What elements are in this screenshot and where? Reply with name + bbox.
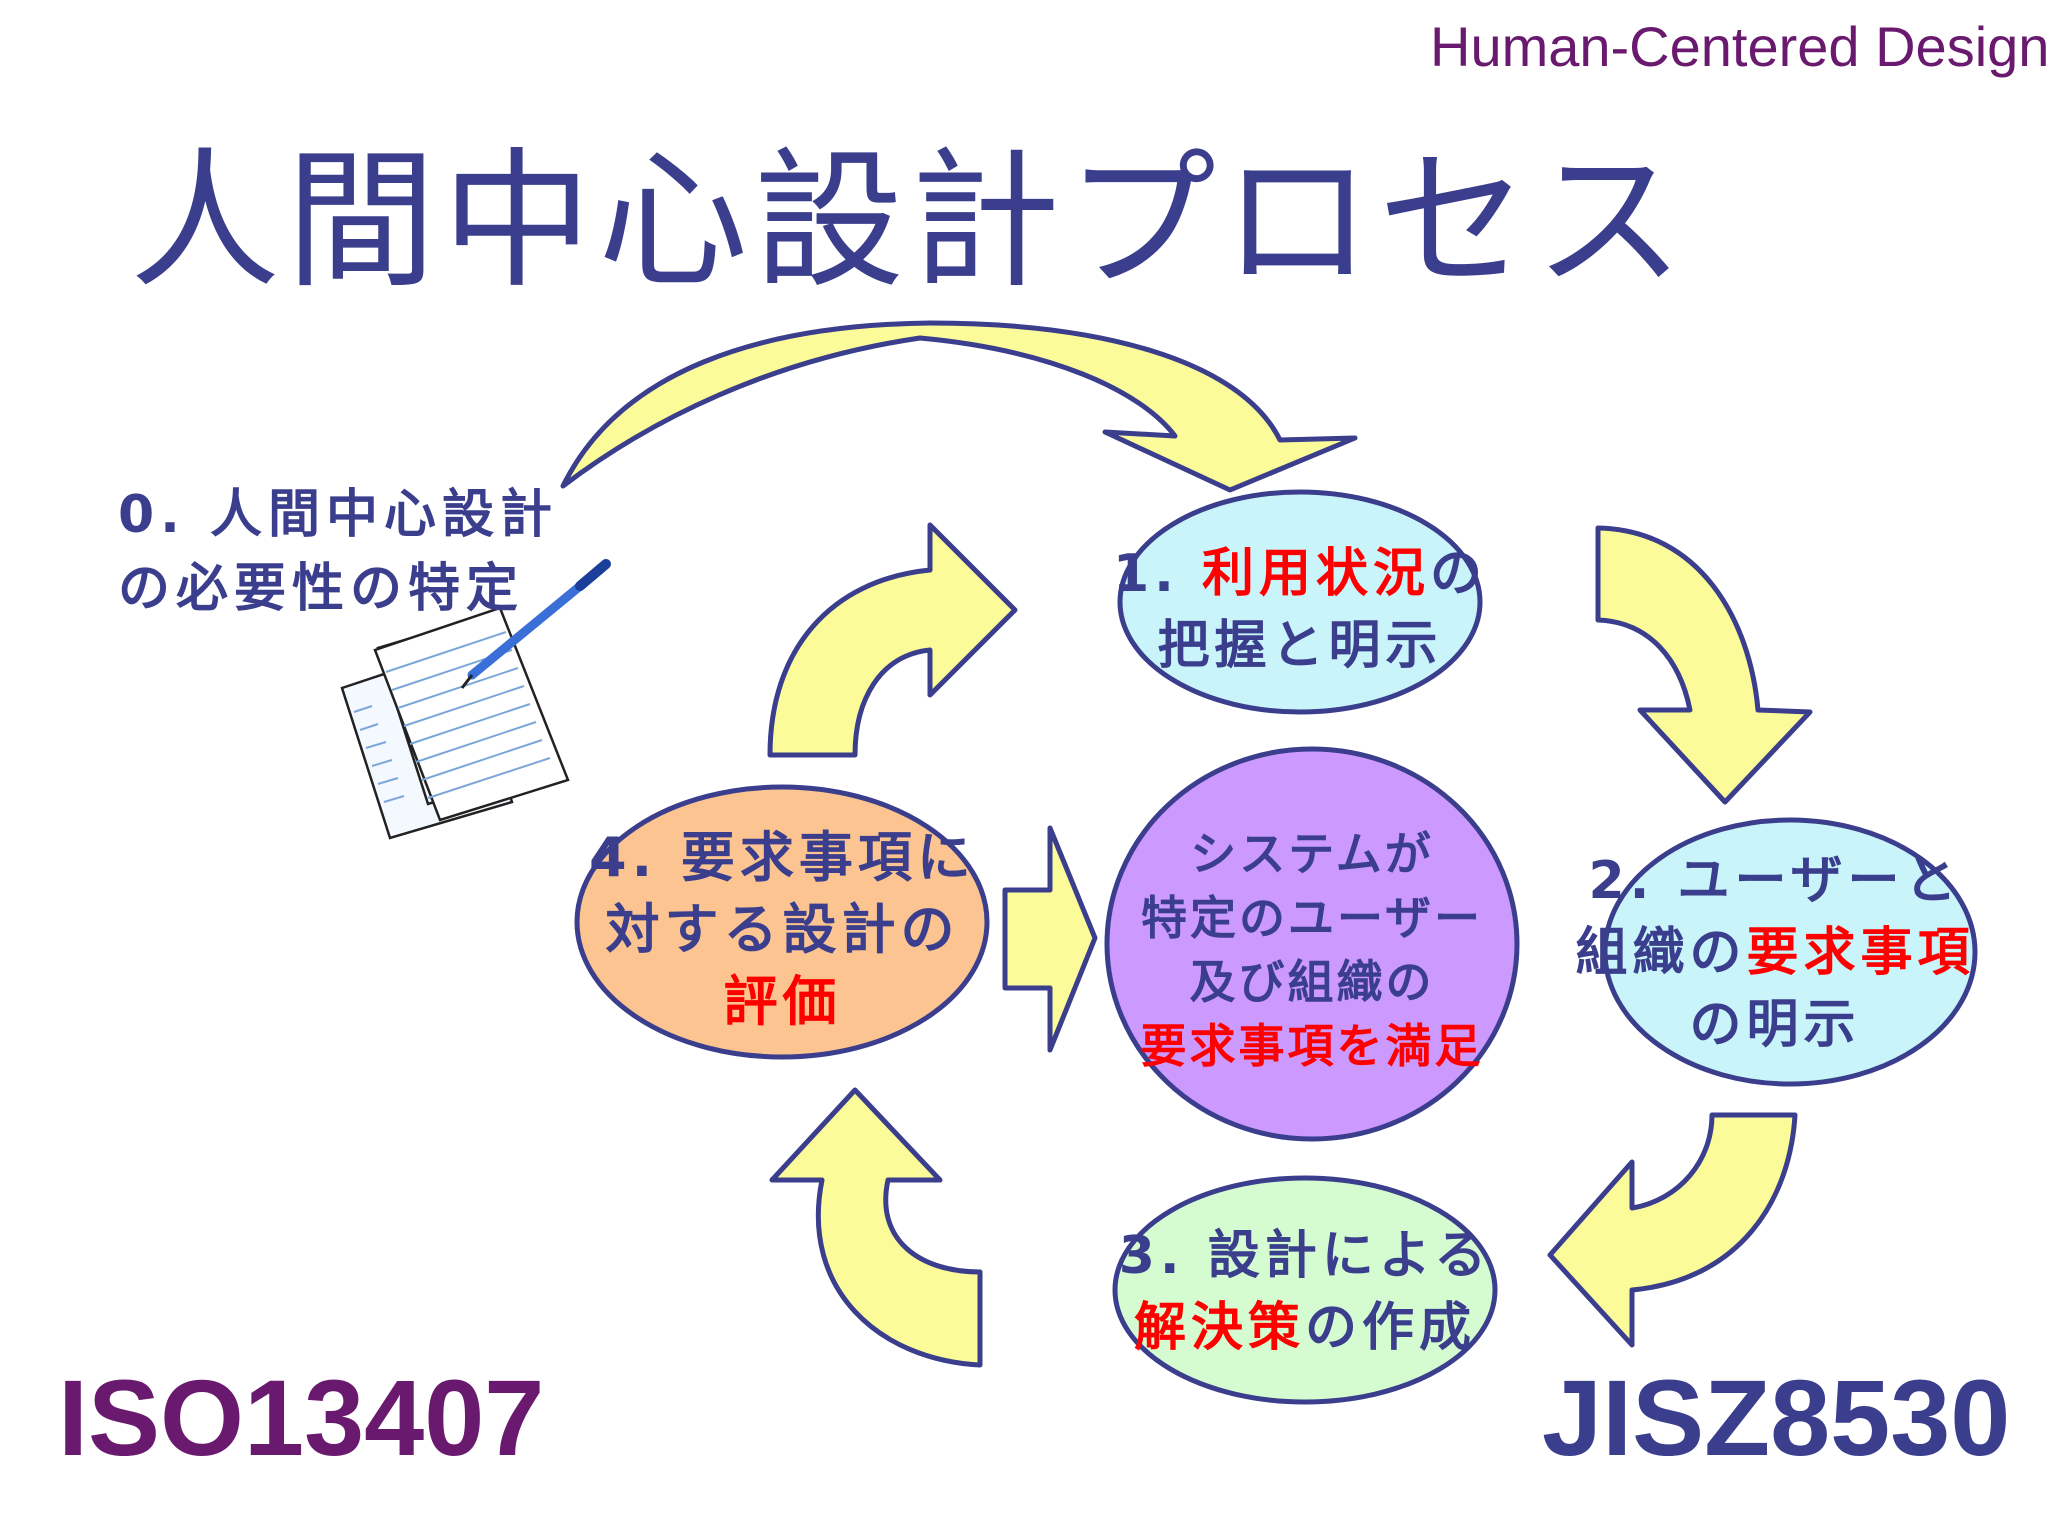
step4-node [574,784,990,1060]
arrow-2-to-3 [1547,1112,1798,1348]
step3-line1: 3. 設計による [1118,1226,1492,1286]
step0-line2: の必要性の特定 [118,559,525,619]
step4-label: 4. 要求事項に 対する設計の 評価 [580,822,985,1038]
step1-suffix: の [1430,544,1488,604]
arrow-3-to-4 [769,1087,983,1368]
standard-iso-label: ISO13407 [58,1357,545,1478]
center-label: システムが 特定のユーザー 及び組織の 要求事項を満足 [1112,822,1512,1078]
center-highlight: 要求事項を満足 [1140,1019,1484,1073]
step1-node [1117,489,1483,715]
step2-line1: 2. ユーザーと [1588,851,1962,911]
step4-highlight: 評価 [723,970,842,1033]
step3-label: 3. 設計による 解決策の作成 [1105,1220,1505,1364]
center-line2: 特定のユーザー [1140,891,1484,945]
step3-node [1112,1175,1498,1405]
center-line3: 及び組織の [1189,955,1435,1009]
step0-line1: 0. 人間中心設計 [118,485,559,545]
arrow-0-to-1 [560,320,1358,493]
step0-label: 0. 人間中心設計 の必要性の特定 [118,478,588,626]
arrow-4-to-1 [767,522,1018,758]
document-pen-icon [340,559,611,840]
standard-jis-label: JISZ8530 [1542,1357,2011,1478]
step2-highlight: 要求事項 [1746,923,1975,983]
step1-label: 1. 利用状況の 把握と明示 [1110,538,1490,682]
step3-suffix: の作成 [1305,1298,1477,1358]
header-label: Human-Centered Design [1430,15,2048,78]
step2-line3: の明示 [1689,995,1861,1055]
arrow-1-to-2 [1595,525,1813,805]
step4-line1: 4. 要求事項に [589,826,976,889]
center-node [1104,746,1520,1142]
page-title: 人間中心設計プロセス [130,135,1691,309]
step1-highlight: 利用状況 [1202,544,1431,604]
step3-highlight: 解決策 [1133,1298,1305,1358]
step2-node [1602,817,1978,1087]
step1-prefix: 1. [1112,544,1202,604]
step1-line2: 把握と明示 [1157,616,1443,676]
center-line1: システムが [1190,827,1434,881]
step2-pre: 組織の [1575,923,1747,983]
step4-line2: 対する設計の [605,898,960,961]
step2-label: 2. ユーザーと 組織の要求事項 の明示 [1540,845,2010,1061]
arrow-4-to-center [1002,825,1098,1053]
